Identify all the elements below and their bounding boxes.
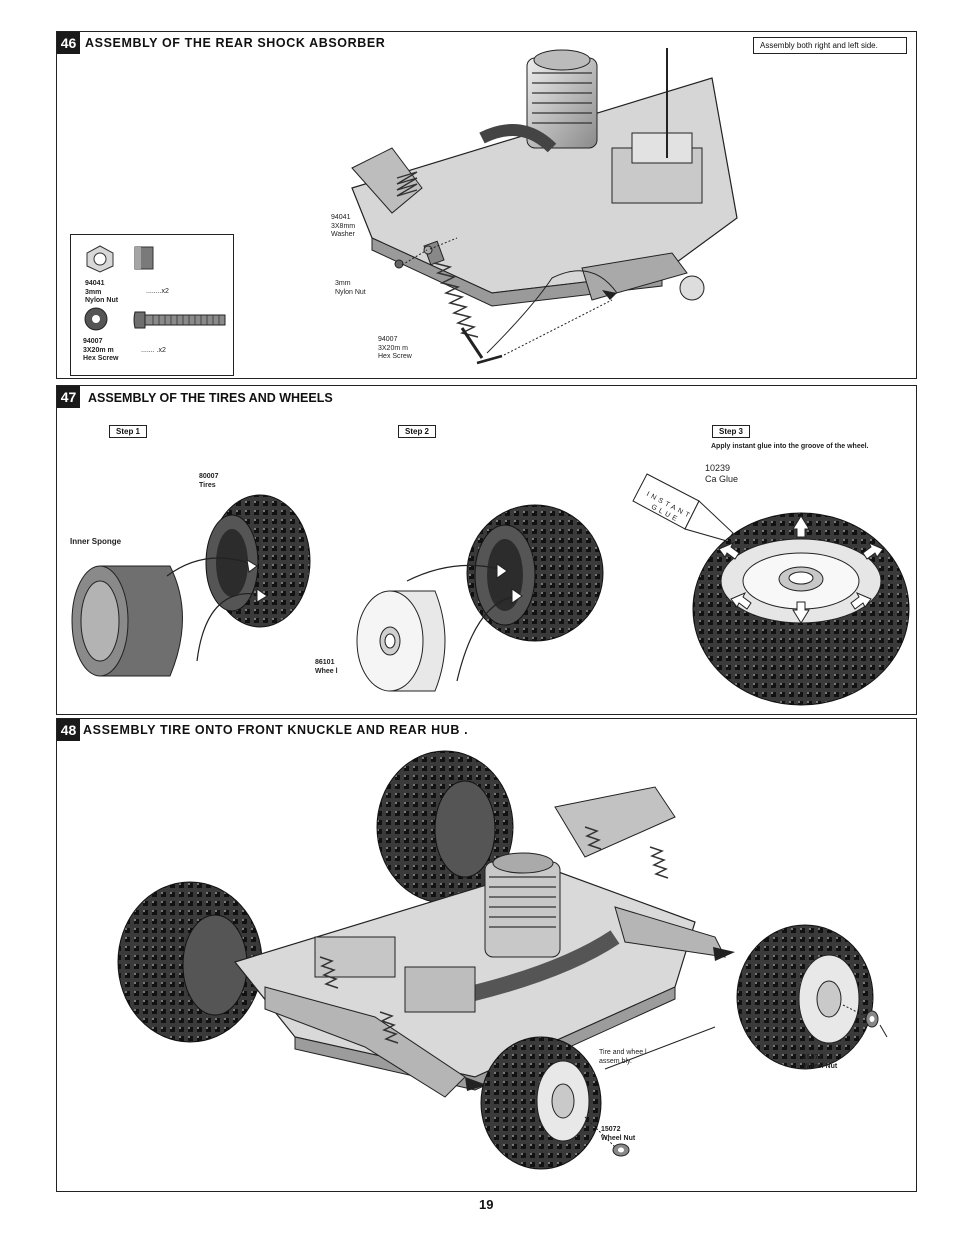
arrow-sponge-to-tire [166,557,268,662]
step-46-panel: 46 ASSEMBLY OF THE REAR SHOCK ABSORBER A… [56,31,917,379]
truck-assembly-illustration [117,750,888,1170]
part-qty: ........x2 [146,288,169,295]
hex-screw-icon [133,311,226,329]
callout-size: 3mm [335,280,351,287]
glue-bottle-graphic [632,473,734,542]
wheel-nut-code: 15072 [803,1054,823,1061]
step-47-title: ASSEMBLY OF THE TIRES AND WHEELS [88,391,333,405]
callout-code: 94041 [331,214,351,221]
part-qty: ....... .x2 [141,347,166,354]
arrow-wheel-to-tire [406,563,523,682]
sponge-label: Inner Sponge [70,537,122,546]
step-48-number: 48 [57,719,80,741]
assembly-label-2: assem bly. [599,1057,632,1065]
part-size: 3mm [85,288,102,296]
step-3-instruction: Apply instant glue into the groove of th… [711,443,869,450]
part-size: 3X20m m [83,346,114,354]
page-number: 19 [479,1197,494,1212]
tire-graphic-2 [466,504,604,642]
tire-glue-graphic [692,512,910,706]
step-48-panel: 48 ASSEMBLY TIRE ONTO FRONT KNUCKLE AND … [56,718,917,1192]
chassis-illustration [351,48,738,365]
tires-label: Tires [199,481,216,489]
wheel-nut-code: 15072 [601,1126,621,1133]
step-46-title: ASSEMBLY OF THE REAR SHOCK ABSORBER [85,36,386,50]
nut-side-icon [134,246,154,270]
tires-code: 80007 [199,473,219,480]
callout-name: Hex Screw [378,353,412,360]
inner-sponge-graphic [71,565,183,677]
substep-1-label: Step 1 [109,425,148,438]
wheel-nut-label: Wheel Nut [601,1134,636,1142]
assembly-label-1: Tire and whee l [599,1049,647,1056]
part-code: 94041 [85,280,105,287]
washer-icon [84,307,108,331]
part-name: Hex Screw [83,355,119,362]
part-code: 94007 [83,338,103,345]
wheel-code: 86101 [315,659,335,666]
glue-code: 10239 [705,463,731,473]
nylon-nut-icon [86,245,114,273]
glue-label: Ca Glue [705,474,739,484]
parts-box: 94041 3mm Nylon Nut ........x2 94007 3X2… [70,234,234,376]
substep-2-label: Step 2 [398,425,437,438]
step-48-title: ASSEMBLY TIRE ONTO FRONT KNUCKLE AND REA… [83,723,469,737]
step-47-number: 47 [57,386,80,408]
wheel-label: Whee l [315,667,338,675]
callout-size: 3X8mm [331,222,356,230]
tire-graphic-1 [205,494,311,628]
step-47-panel: 47 ASSEMBLY OF THE TIRES AND WHEELS Step… [56,385,917,715]
wheel-nut-label: Wheel Nut [803,1062,838,1070]
step-46-number: 46 [57,32,80,54]
part-name: Nylon Nut [85,297,119,304]
wheel-graphic [356,590,446,692]
callout-size: 3X20m m [378,344,408,352]
callout-name: Nylon Nut [335,288,366,296]
callout-code: 94007 [378,336,398,343]
substep-3-label: Step 3 [712,425,751,438]
step-46-note: Assembly both right and left side. [753,37,907,54]
callout-name: Washer [331,231,355,238]
